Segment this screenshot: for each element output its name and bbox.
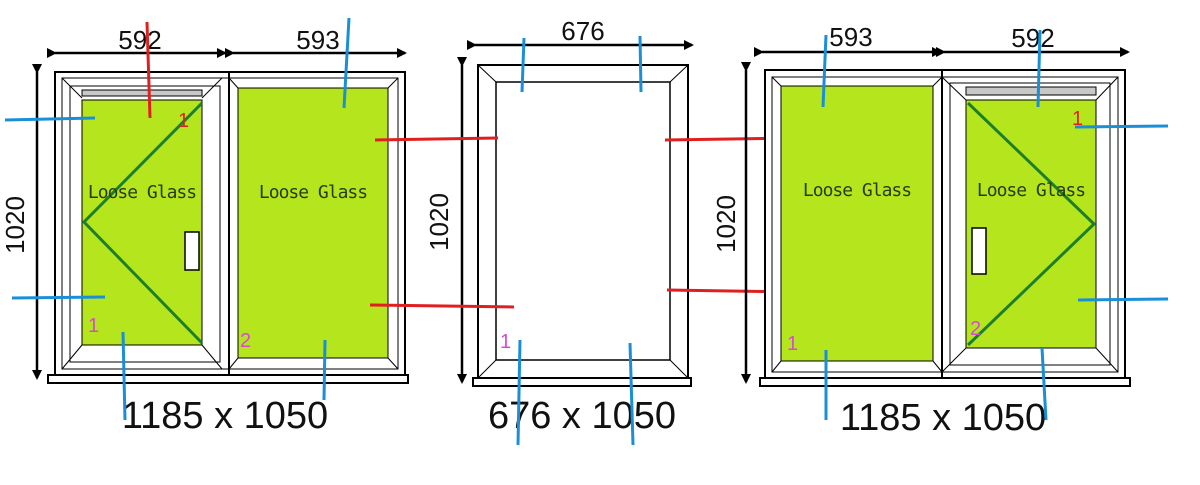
width-label: 592 <box>118 25 161 55</box>
panel-number: 2 <box>240 330 251 352</box>
panel-number: 2 <box>970 318 981 340</box>
opening-diagonal <box>81 101 204 345</box>
window-3-sill <box>759 377 1131 387</box>
glass-panel <box>780 85 934 362</box>
window-1: Loose Glass Loose Glass 592 593 1020 118… <box>0 17 409 437</box>
blue-markers <box>4 17 351 421</box>
glass-panel <box>81 99 203 346</box>
overall-size-label: 676 x 1050 <box>488 395 676 437</box>
height-label: 1020 <box>0 196 30 254</box>
glass-panel <box>965 99 1097 349</box>
blue-markers <box>516 35 643 446</box>
height-label: 1020 <box>424 193 454 251</box>
overall-size-label: 1185 x 1050 <box>840 397 1046 439</box>
handle-bar <box>81 89 203 97</box>
window-2-sill <box>472 377 692 387</box>
opening-diagonal <box>966 101 1097 347</box>
glass-label: Loose Glass <box>259 182 367 203</box>
width-label: 593 <box>829 22 872 52</box>
panel-number: 1 <box>787 333 798 355</box>
panel-number: 1 <box>500 331 511 353</box>
width-label: 592 <box>1011 23 1054 53</box>
red-marker <box>145 21 152 119</box>
window-3: Loose Glass Loose Glass 593 592 1020 118… <box>711 22 1169 439</box>
overall-size-label: 1185 x 1050 <box>122 395 328 437</box>
window-2: 676 1020 676 x 1050 1 <box>424 16 694 446</box>
height-label: 1020 <box>711 195 741 253</box>
glass-label: Loose Glass <box>88 182 196 203</box>
glass-panel <box>237 87 389 359</box>
blue-markers <box>821 29 1169 421</box>
glass-label: Loose Glass <box>803 180 911 201</box>
panel-number: 1 <box>178 110 189 132</box>
glass-label: Loose Glass <box>977 180 1085 201</box>
window-handle <box>971 227 987 275</box>
handle-bar <box>965 86 1097 96</box>
panel-number: 1 <box>1072 108 1083 130</box>
width-label: 593 <box>296 25 339 55</box>
panel-number: 1 <box>88 315 99 337</box>
window-1-sill <box>47 374 409 384</box>
window-handle <box>184 231 200 271</box>
width-label: 676 <box>561 16 604 46</box>
